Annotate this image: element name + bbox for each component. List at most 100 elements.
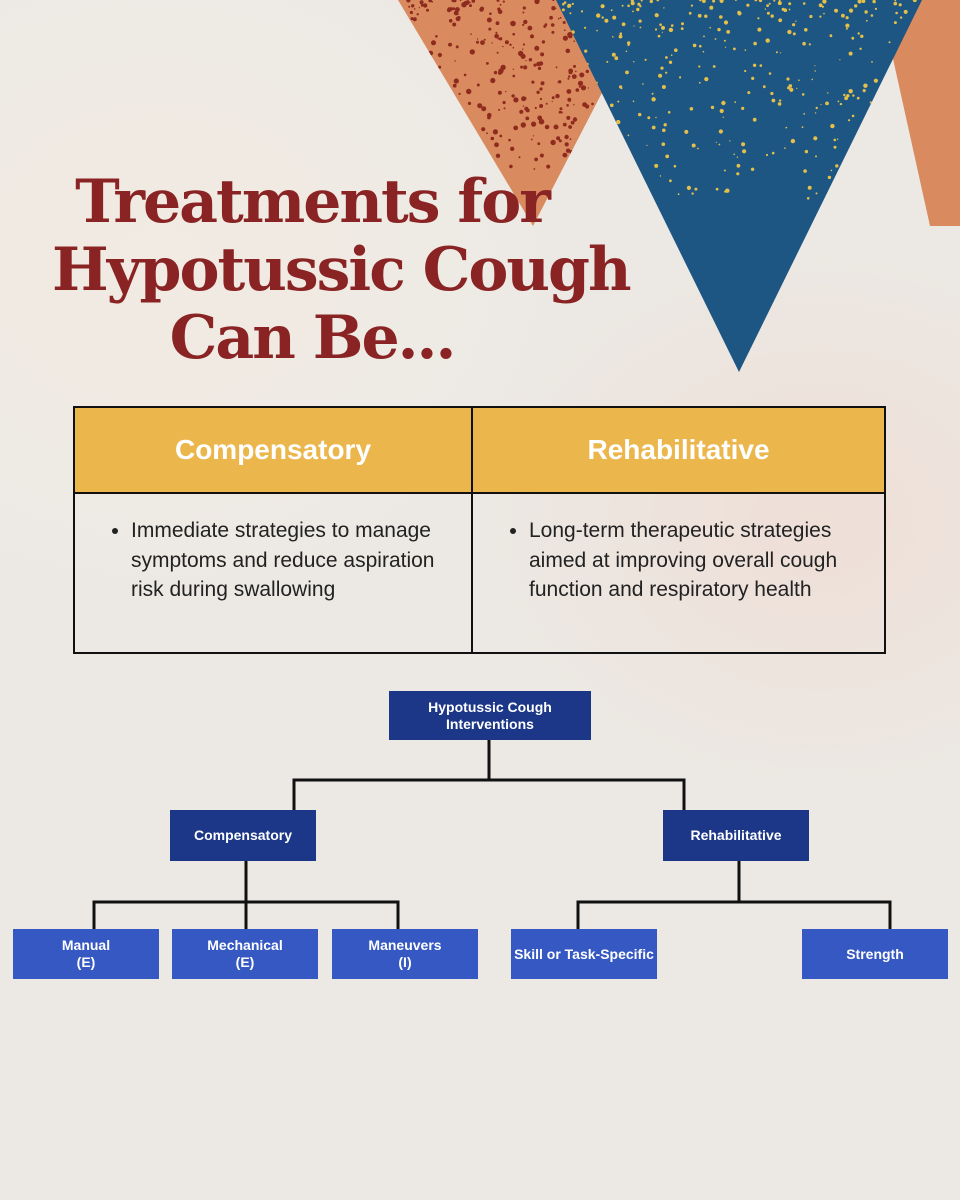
title-line-3: Can Be... [169,303,457,373]
speckle [490,136,495,141]
speckle [721,100,726,106]
speckle [562,21,566,24]
speckle [556,136,561,141]
speckle [604,18,609,23]
table-header-rehabilitative: Rehabilitative [473,408,884,494]
speckle [804,28,808,32]
speckle [577,80,584,86]
speckle [893,1,898,6]
speckle [803,113,806,115]
speckle [865,19,868,22]
speckle [525,116,530,121]
speckle [839,102,843,106]
speckle [627,41,631,45]
speckle [418,7,420,9]
speckle [467,101,472,105]
speckle [458,92,461,95]
speckle [717,27,721,32]
speckle [833,138,837,142]
speckle [524,106,529,111]
speckle [654,13,659,18]
speckle [619,32,623,35]
speckle [818,3,823,8]
speckle [471,0,476,3]
speckle [499,134,503,138]
speckle [869,101,872,104]
speckle [811,78,813,81]
speckle [630,1,635,6]
speckle [499,3,502,6]
speckle [579,72,585,78]
speckle [512,32,515,36]
speckle [530,138,533,141]
speckle [790,138,796,144]
speckle [503,107,506,110]
speckle [562,2,565,6]
speckle [555,66,558,69]
speckle [703,35,705,38]
speckle [659,175,662,177]
speckle [871,61,873,63]
speckle [751,76,755,80]
speckle [715,187,719,191]
speckle [572,117,578,122]
speckle [724,190,727,193]
speckle [408,5,411,8]
speckle [837,100,840,103]
speckle [764,8,767,10]
speckle [558,139,562,143]
speckle [665,154,670,159]
speckle [481,106,487,112]
speckle [787,29,792,35]
speckle [632,100,635,103]
speckle [502,0,505,3]
speckle [859,47,862,50]
speckle [827,175,832,180]
speckle [680,27,684,30]
speckle [640,0,643,2]
speckle [861,0,866,3]
speckle [480,6,484,11]
speckle [510,146,515,151]
speckle [413,8,416,10]
speckle [522,6,526,10]
speckle [539,97,543,101]
speckle [848,51,853,56]
node-root: Hypotussic Cough Interventions [389,691,591,740]
speckle [801,93,805,96]
speckle [821,5,825,8]
speckle [544,124,550,130]
speckle [691,192,694,195]
speckle [670,54,673,56]
speckle [558,110,562,114]
speckle [681,22,684,26]
speckle [654,163,659,168]
speckle [534,45,540,51]
speckle [580,10,584,13]
speckle [806,197,810,200]
speckle [512,68,514,71]
speckle [694,187,698,191]
speckle [802,41,806,46]
speckle [736,172,740,176]
table-cell-compensatory: Immediate strategies to manage symptoms … [75,494,473,652]
speckle [690,4,694,7]
speckle [486,17,492,23]
speckle [848,89,853,94]
node-root-line2: Interventions [446,715,534,732]
speckle [851,36,855,40]
node-maneuvers-line1: Maneuvers [368,937,442,953]
speckle [538,0,540,2]
speckle [836,138,839,140]
speckle [637,2,641,6]
speckle [775,51,778,54]
speckle [438,65,442,69]
speckle [563,1,567,4]
speckle [522,48,524,50]
speckle [888,41,891,44]
blue-triangle [556,0,922,372]
speckle [697,13,702,18]
speckle [566,115,571,120]
speckle [509,43,512,46]
speckle [476,83,480,87]
